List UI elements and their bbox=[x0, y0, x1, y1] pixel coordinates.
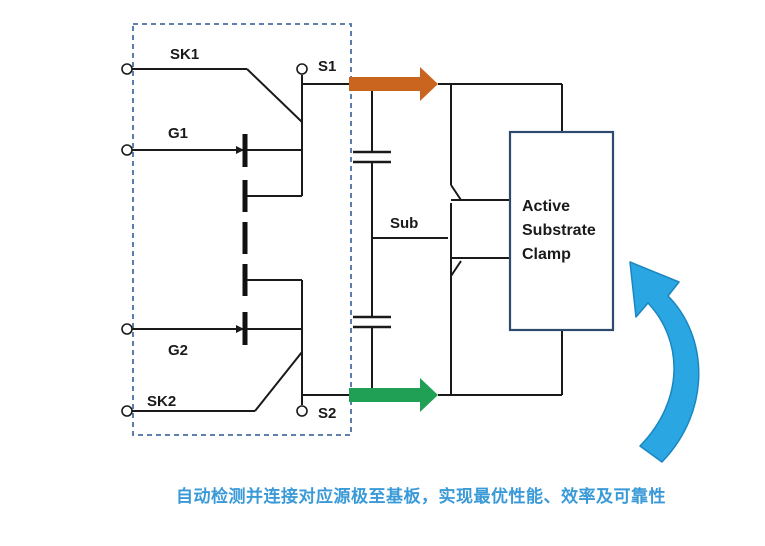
caption: 自动检测并连接对应源极至基板，实现最优性能、效率及可靠性 bbox=[176, 487, 666, 507]
device-package-boundary bbox=[132, 23, 352, 436]
terminal-sk2[interactable] bbox=[121, 405, 133, 417]
label-sub: Sub bbox=[390, 215, 418, 232]
clamp-label-line3: Clamp bbox=[522, 246, 571, 263]
active-substrate-clamp-box bbox=[508, 130, 615, 332]
terminal-sk1[interactable] bbox=[121, 63, 133, 75]
curved-arrow-icon bbox=[629, 261, 700, 463]
clamp-label-line2: Substrate bbox=[522, 222, 596, 239]
switch-lower bbox=[450, 260, 462, 277]
label-g2: G2 bbox=[168, 342, 188, 359]
arrow-top-orange bbox=[349, 67, 438, 101]
terminal-g1[interactable] bbox=[121, 144, 133, 156]
terminal-g2[interactable] bbox=[121, 323, 133, 335]
switch-upper bbox=[450, 184, 462, 201]
arrow-bottom-green bbox=[349, 378, 438, 412]
label-sk1: SK1 bbox=[170, 46, 199, 63]
label-s1: S1 bbox=[318, 58, 336, 75]
terminal-s2[interactable] bbox=[296, 405, 308, 417]
label-s2: S2 bbox=[318, 405, 336, 422]
label-g1: G1 bbox=[168, 125, 188, 142]
label-sk2: SK2 bbox=[147, 393, 176, 410]
terminal-s1[interactable] bbox=[296, 63, 308, 75]
clamp-label-line1: Active bbox=[522, 198, 570, 215]
